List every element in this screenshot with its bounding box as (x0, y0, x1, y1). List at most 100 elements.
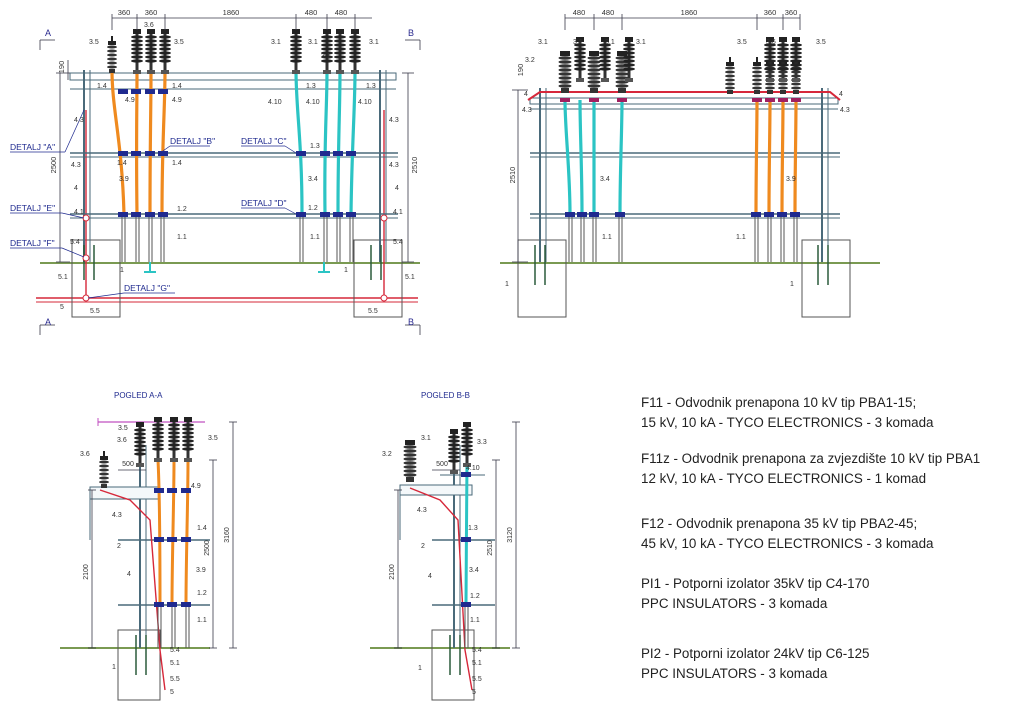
dim-text: 2510 (410, 157, 419, 174)
dim-text: 190 (57, 61, 66, 74)
part-label: 4.10 (466, 465, 480, 472)
spec-line: 15 kV, 10 kA - TYCO ELECTRONICS - 3 koma… (641, 414, 934, 430)
section-marks: A B A B (45, 28, 414, 327)
back-part-labels: 3.1 3.1 3.1 3.1 3.2 3.5 3.5 3.6 4 4 4.3 … (505, 39, 850, 288)
part-label: 3.1 (605, 39, 615, 46)
front-dimensions (39, 14, 421, 335)
part-label: 1.4 (97, 83, 107, 90)
part-label: 3.4 (308, 176, 318, 183)
insulator-icon (152, 417, 164, 462)
front-part-labels: 3.5 3.5 3.6 3.1 3.1 3.1 3.1 1.4 1.4 4.9 … (58, 22, 415, 315)
part-label: 1.1 (197, 617, 207, 624)
part-label: 4.3 (74, 117, 84, 124)
front-view (36, 69, 420, 318)
dim-text: 360 (785, 8, 798, 17)
dim-text: 500 (436, 461, 448, 468)
insulator-icon (134, 422, 146, 467)
top-beam (69, 72, 397, 81)
part-label: 5 (170, 689, 174, 696)
insulator-icon (131, 29, 143, 74)
dim-text: 480 (602, 8, 615, 17)
dim-text: 480 (573, 8, 586, 17)
foundation-left (517, 239, 567, 318)
insulator-icon (159, 29, 171, 74)
part-label: 4 (428, 573, 432, 580)
part-label: 1.3 (366, 83, 376, 90)
surge-arrester-icon (558, 51, 572, 93)
part-label: 3.1 (636, 39, 646, 46)
view-b (370, 421, 520, 701)
spec-line: PI1 - Potporni izolator 35kV tip C4-170 (641, 576, 870, 591)
spec-line: PI2 - Potporni izolator 24kV tip C6-125 (641, 646, 870, 661)
part-label: 3.4 (469, 567, 479, 574)
part-label: 3.5 (118, 425, 128, 432)
part-label: 4.9 (191, 483, 201, 490)
part-label: 3.3 (477, 439, 487, 446)
part-label: 3.9 (196, 567, 206, 574)
part-label: 3.6 (80, 451, 90, 458)
view-a (60, 418, 237, 701)
insulator-icon (321, 29, 333, 74)
spec-line: F11z - Odvodnik prenapona za zvjezdište … (641, 451, 981, 466)
dim-text: 190 (516, 64, 525, 77)
part-label: 1.3 (306, 83, 316, 90)
part-label: 3.9 (119, 176, 129, 183)
part-label: 3.2 (382, 451, 392, 458)
part-label: 4 (395, 185, 399, 192)
part-label: 4 (839, 91, 843, 98)
part-label: 4.3 (522, 107, 532, 114)
part-label: 3.5 (737, 39, 747, 46)
part-label: 4.9 (125, 97, 135, 104)
spec-line: F12 - Odvodnik prenapona 35 kV tip PBA2-… (641, 516, 918, 531)
part-label: 1.1 (310, 234, 320, 241)
spec-line: 12 kV, 10 kA - TYCO ELECTRONICS - 1 koma… (641, 470, 927, 486)
part-label: 5.5 (472, 676, 482, 683)
insulator-icon (145, 29, 157, 74)
view-b-dim-text: 500 2100 2510 3120 (389, 461, 514, 580)
part-label: 1.4 (117, 160, 127, 167)
part-label: 5.4 (70, 239, 80, 246)
part-label: 5.5 (170, 676, 180, 683)
insulator-icon (461, 422, 473, 467)
detail-a-label: DETALJ "A" (10, 142, 55, 152)
back-view (500, 14, 880, 318)
spec-line: PPC INSULATORS - 3 komada (641, 665, 828, 681)
part-label: 3.6 (766, 39, 776, 46)
part-label: 1.1 (177, 234, 187, 241)
part-label: 1.1 (470, 617, 480, 624)
insulator-icon (290, 29, 302, 74)
detail-f-label: DETALJ "F" (10, 238, 55, 248)
part-label: 3.1 (573, 39, 583, 46)
part-label: 4.3 (112, 512, 122, 519)
dim-text: 480 (335, 8, 348, 17)
part-label: 4.3 (389, 117, 399, 124)
dim-text: 2500 (49, 157, 58, 174)
spec-f11z: F11z - Odvodnik prenapona za zvjezdište … (641, 449, 980, 488)
back-dim-text: 480 480 1860 360 360 190 2510 (508, 8, 797, 183)
part-label: 5.5 (368, 308, 378, 315)
part-label: 5.1 (170, 660, 180, 667)
part-label: 3.4 (600, 176, 610, 183)
insulator-icon (168, 417, 180, 462)
part-label: 2 (421, 543, 425, 550)
surge-arrester-icon (99, 451, 109, 488)
part-label: 5.1 (58, 274, 68, 281)
front-insulators (107, 29, 361, 74)
part-label: 3.5 (208, 435, 218, 442)
view-a-dim-text: 500 2100 2500 3160 (83, 461, 231, 580)
part-label: 4 (74, 185, 78, 192)
surge-arrester-icon (725, 57, 735, 94)
part-label: 1.1 (736, 234, 746, 241)
part-label: 5.4 (393, 239, 403, 246)
surge-arrester-icon (587, 51, 601, 93)
part-label: 3.1 (271, 39, 281, 46)
section-mark-b: B (408, 28, 414, 38)
dim-text: 480 (305, 8, 318, 17)
part-label: 5.5 (90, 308, 100, 315)
detail-e-label: DETALJ "E" (10, 203, 55, 213)
part-label: 1 (112, 664, 116, 671)
view-b-title: POGLED B-B (421, 391, 470, 400)
detail-g-label: DETALJ "G" (124, 283, 170, 293)
dim-text: 2100 (389, 564, 396, 580)
